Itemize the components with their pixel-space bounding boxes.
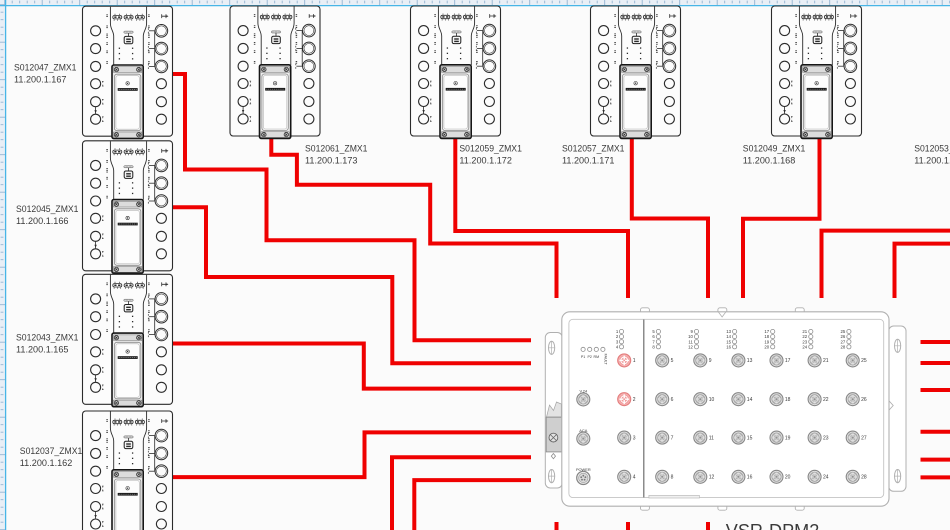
svg-text:11.200.1.171: 11.200.1.171 bbox=[562, 155, 615, 165]
svg-text:12: 12 bbox=[709, 475, 715, 481]
svg-text:21: 21 bbox=[823, 358, 829, 364]
svg-text:S012057_ZMX1: S012057_ZMX1 bbox=[562, 143, 625, 153]
svg-text:25: 25 bbox=[861, 358, 867, 364]
svg-text:3: 3 bbox=[616, 339, 619, 344]
svg-text:18: 18 bbox=[764, 334, 769, 339]
svg-text:27: 27 bbox=[841, 339, 846, 344]
svg-text:11.200.1.167: 11.200.1.167 bbox=[14, 74, 67, 84]
svg-text:P2: P2 bbox=[587, 355, 591, 359]
svg-text:13: 13 bbox=[747, 358, 753, 364]
svg-text:3: 3 bbox=[633, 435, 636, 441]
svg-text:17: 17 bbox=[764, 329, 769, 334]
svg-text:23: 23 bbox=[802, 339, 807, 344]
svg-text:6: 6 bbox=[671, 397, 674, 403]
svg-text:5: 5 bbox=[652, 329, 655, 334]
svg-text:1: 1 bbox=[633, 358, 636, 364]
svg-text:7: 7 bbox=[652, 339, 655, 344]
svg-text:11.200.1.162: 11.200.1.162 bbox=[20, 458, 73, 468]
svg-text:POWER: POWER bbox=[576, 467, 591, 472]
svg-text:15: 15 bbox=[726, 339, 731, 344]
svg-text:15: 15 bbox=[747, 435, 753, 441]
svg-text:26: 26 bbox=[861, 397, 867, 403]
svg-text:28: 28 bbox=[841, 344, 846, 349]
svg-text:VSR-DPM2: VSR-DPM2 bbox=[726, 521, 820, 530]
svg-text:22: 22 bbox=[802, 334, 807, 339]
svg-text:24: 24 bbox=[802, 344, 807, 349]
svg-text:S012059_ZMX1: S012059_ZMX1 bbox=[459, 143, 522, 153]
svg-text:13: 13 bbox=[726, 329, 731, 334]
svg-text:1: 1 bbox=[616, 329, 619, 334]
svg-text:11.200.1.166: 11.200.1.166 bbox=[16, 216, 69, 226]
svg-text:6: 6 bbox=[652, 334, 655, 339]
svg-text:25: 25 bbox=[841, 329, 846, 334]
svg-text:11.200.1.168: 11.200.1.168 bbox=[743, 155, 796, 165]
svg-text:ACA: ACA bbox=[579, 428, 587, 433]
svg-text:11.200.1.165: 11.200.1.165 bbox=[16, 345, 69, 355]
svg-text:9: 9 bbox=[709, 358, 712, 364]
svg-text:S012049_ZMX1: S012049_ZMX1 bbox=[743, 143, 806, 153]
svg-text:27: 27 bbox=[861, 435, 867, 441]
svg-text:21: 21 bbox=[802, 329, 807, 334]
svg-text:18: 18 bbox=[785, 397, 791, 403]
svg-text:28: 28 bbox=[861, 475, 867, 481]
svg-text:7: 7 bbox=[671, 435, 674, 441]
svg-text:9: 9 bbox=[691, 329, 694, 334]
svg-text:2: 2 bbox=[633, 397, 636, 403]
svg-text:10: 10 bbox=[709, 397, 715, 403]
svg-text:12: 12 bbox=[688, 344, 693, 349]
svg-text:FAULT: FAULT bbox=[604, 354, 608, 366]
svg-text:26: 26 bbox=[841, 334, 846, 339]
svg-text:RM: RM bbox=[594, 355, 600, 359]
svg-text:11: 11 bbox=[688, 339, 693, 344]
svg-text:19: 19 bbox=[764, 339, 769, 344]
svg-text:22: 22 bbox=[823, 397, 829, 403]
svg-text:19: 19 bbox=[785, 435, 791, 441]
svg-text:11.200.1.169: 11.200.1.169 bbox=[914, 155, 950, 165]
svg-text:23: 23 bbox=[823, 435, 829, 441]
svg-text:S012043_ZMX1: S012043_ZMX1 bbox=[16, 333, 79, 343]
svg-text:11.200.1.172: 11.200.1.172 bbox=[459, 155, 512, 165]
svg-text:14: 14 bbox=[747, 397, 753, 403]
svg-text:S012047_ZMX1: S012047_ZMX1 bbox=[14, 62, 77, 72]
svg-text:4: 4 bbox=[616, 344, 619, 349]
svg-text:14: 14 bbox=[726, 334, 731, 339]
svg-text:S012053_ZMX1: S012053_ZMX1 bbox=[914, 143, 950, 153]
svg-text:11.200.1.173: 11.200.1.173 bbox=[305, 155, 358, 165]
svg-text:10: 10 bbox=[688, 334, 693, 339]
svg-text:16: 16 bbox=[747, 475, 753, 481]
svg-text:11: 11 bbox=[709, 435, 714, 441]
svg-text:8: 8 bbox=[652, 344, 655, 349]
svg-text:8: 8 bbox=[671, 475, 674, 481]
svg-text:5: 5 bbox=[671, 358, 674, 364]
svg-text:S012045_ZMX1: S012045_ZMX1 bbox=[16, 204, 79, 214]
svg-text:24: 24 bbox=[823, 475, 829, 481]
svg-text:20: 20 bbox=[785, 475, 791, 481]
svg-text:20: 20 bbox=[764, 344, 769, 349]
svg-text:S012061_ZMX1: S012061_ZMX1 bbox=[305, 143, 368, 153]
svg-text:S012037_ZMX1: S012037_ZMX1 bbox=[20, 446, 83, 456]
svg-text:2: 2 bbox=[616, 334, 619, 339]
svg-text:V.24: V.24 bbox=[579, 389, 587, 394]
svg-text:16: 16 bbox=[726, 344, 731, 349]
svg-text:17: 17 bbox=[785, 358, 791, 364]
svg-text:4: 4 bbox=[633, 475, 636, 481]
svg-text:P1: P1 bbox=[581, 355, 585, 359]
